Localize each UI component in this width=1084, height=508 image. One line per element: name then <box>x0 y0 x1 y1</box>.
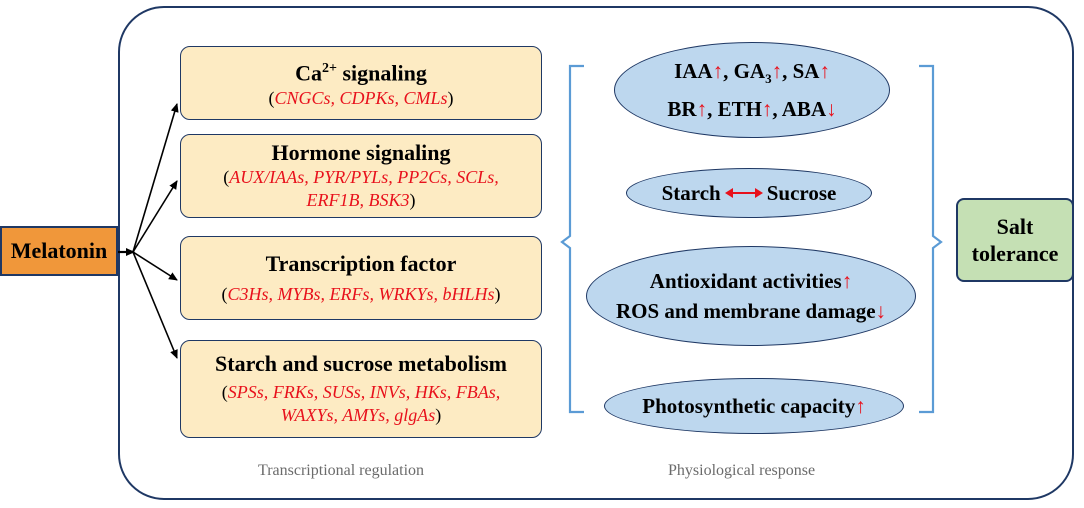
arrow-to-transcription <box>132 251 178 281</box>
calcium-signaling-title: Ca2+ signaling <box>295 60 427 86</box>
starch-sucrose-metabolism-box: Starch and sucrose metabolism (SPSs, FRK… <box>180 340 542 438</box>
starch-sucrose-line: Starch Sucrose <box>662 178 837 208</box>
caption-transcriptional-regulation: Transcriptional regulation <box>258 462 425 479</box>
calcium-signaling-box: Ca2+ signaling (CNGCs, CDPKs, CMLs) <box>180 46 542 120</box>
antioxidant-line: Antioxidant activities↑ <box>649 269 853 293</box>
sucrose-label: Sucrose <box>766 181 837 205</box>
melatonin-box: Melatonin <box>0 226 118 276</box>
arrow-to-starch <box>132 251 178 359</box>
arrow-to-calcium <box>132 103 179 253</box>
hormone-genes-line1: (AUX/IAAs, PYR/PYLs, PP2Cs, SCLs, <box>223 167 499 187</box>
hormone-line1: IAA↑, GA3↑, SA↑ <box>674 58 830 87</box>
salt-label-line2: tolerance <box>971 241 1059 266</box>
double-arrow-icon <box>724 188 763 198</box>
antioxidant-ros-ellipse: Antioxidant activities↑ ROS and membrane… <box>586 246 916 346</box>
melatonin-label: Melatonin <box>10 238 108 263</box>
starch-sucrose-title: Starch and sucrose metabolism <box>215 351 507 376</box>
starch-genes-line2: WAXYs, AMYs, glgAs) <box>280 405 442 425</box>
transcription-factor-title: Transcription factor <box>265 250 457 276</box>
salt-label-line1: Salt <box>996 214 1034 239</box>
hormone-line2: BR↑, ETH↑, ABA↓ <box>667 97 837 122</box>
transcription-genes: (C3Hs, MYBs, ERFs, WRKYs, bHLHs) <box>221 283 501 304</box>
right-brace <box>919 64 943 414</box>
starch-genes-line1: (SPSs, FRKs, SUSs, INVs, HKs, FBAs, <box>221 382 501 402</box>
caption-physiological-response: Physiological response <box>668 462 816 479</box>
photosynthetic-capacity-ellipse: Photosynthetic capacity↑ <box>604 378 904 434</box>
starch-sucrose-ellipse: Starch Sucrose <box>626 168 872 218</box>
salt-tolerance-box: Salt tolerance <box>956 198 1074 282</box>
hormone-levels-ellipse: IAA↑, GA3↑, SA↑ BR↑, ETH↑, ABA↓ <box>614 42 890 138</box>
transcription-factor-box: Transcription factor (C3Hs, MYBs, ERFs, … <box>180 236 542 320</box>
arrow-to-hormone <box>132 180 178 253</box>
hormone-signaling-box: Hormone signaling (AUX/IAAs, PYR/PYLs, P… <box>180 134 542 218</box>
calcium-genes: (CNGCs, CDPKs, CMLs) <box>268 87 454 108</box>
ros-line: ROS and membrane damage↓ <box>615 299 887 323</box>
hormone-genes-line2: ERF1B, BSK3) <box>306 190 416 210</box>
left-brace <box>560 64 584 414</box>
photosynthetic-line: Photosynthetic capacity↑ <box>642 394 866 418</box>
starch-label: Starch <box>661 181 721 205</box>
hormone-signaling-title: Hormone signaling <box>271 140 451 165</box>
